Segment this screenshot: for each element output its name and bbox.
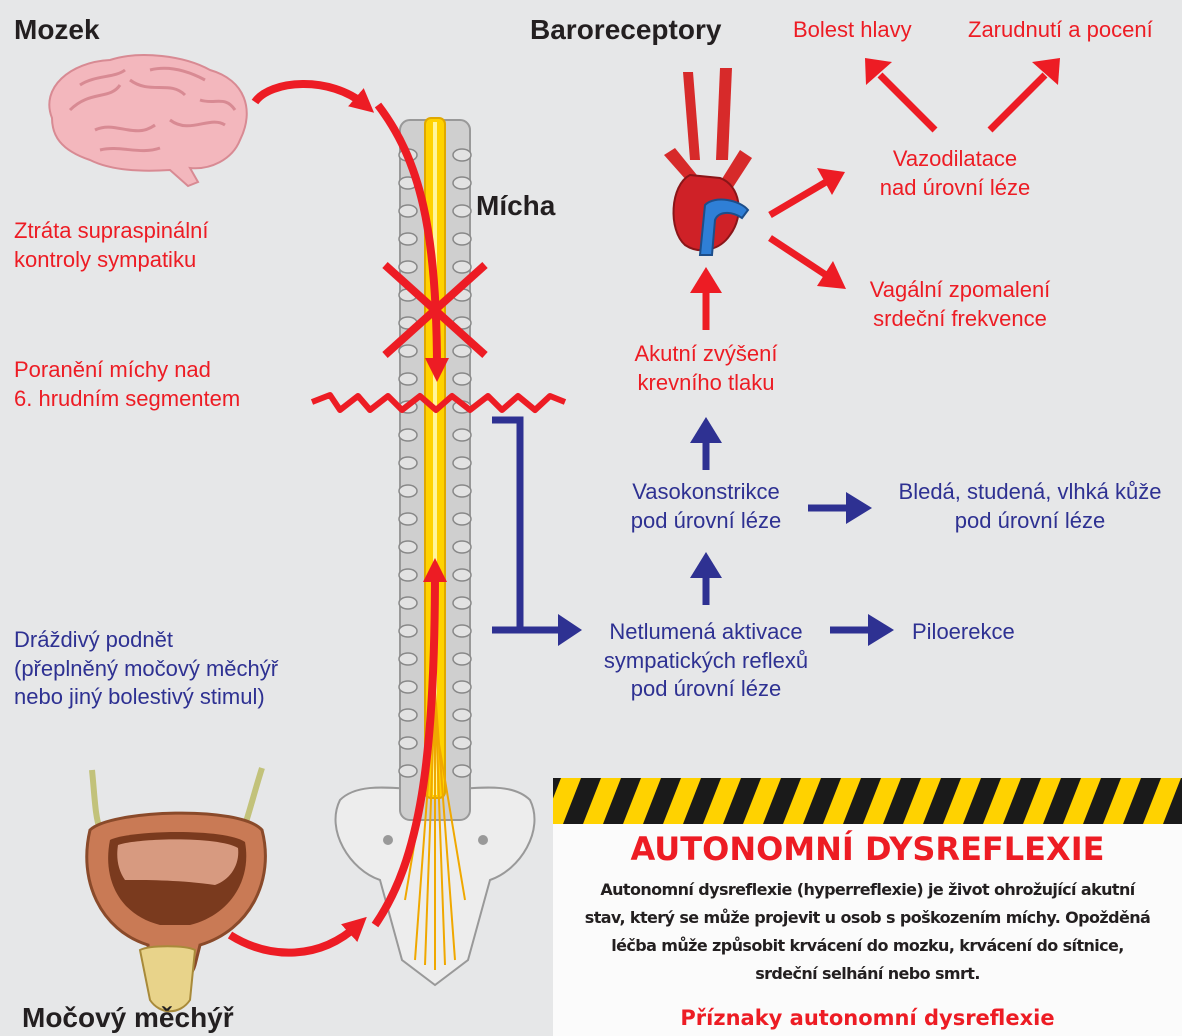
- stimulus-label: Dráždivý podnět (přeplněný močový měchýř…: [14, 626, 278, 712]
- headache-label: Bolest hlavy: [793, 16, 912, 45]
- activation-line-1: Netlumená aktivace: [582, 618, 830, 647]
- vasodilation-line-1: Vazodilatace: [850, 145, 1060, 174]
- activation-label: Netlumená aktivace sympatických reflexů …: [582, 618, 830, 704]
- bp-rise-label: Akutní zvýšení krevního tlaku: [596, 340, 816, 397]
- vagal-label: Vagální zpomalení srdeční frekvence: [840, 276, 1080, 333]
- loss-control-line-1: Ztráta supraspinální: [14, 217, 208, 246]
- pale-skin-line-2: pod úrovní léze: [878, 507, 1182, 536]
- warning-subtitle: Příznaky autonomní dysreflexie: [553, 1006, 1182, 1030]
- vagal-line-1: Vagální zpomalení: [840, 276, 1080, 305]
- vasodilation-label: Vazodilatace nad úrovní léze: [850, 145, 1060, 202]
- baroreceptors-title: Baroreceptory: [530, 12, 721, 48]
- flushing-label: Zarudnutí a pocení: [968, 16, 1153, 45]
- warning-text: Autonomní dysreflexie (hyperreflexie) je…: [583, 876, 1152, 988]
- bp-rise-line-1: Akutní zvýšení: [596, 340, 816, 369]
- injury-label: Poranění míchy nad 6. hrudním segmentem: [14, 356, 240, 413]
- stimulus-line-2: (přeplněný močový měchýř: [14, 655, 278, 684]
- piloerection-label: Piloerekce: [912, 618, 1015, 647]
- pale-skin-line-1: Bledá, studená, vlhká kůže: [878, 478, 1182, 507]
- stimulus-line-1: Dráždivý podnět: [14, 626, 278, 655]
- activation-line-3: pod úrovní léze: [582, 675, 830, 704]
- vagal-line-2: srdeční frekvence: [840, 305, 1080, 334]
- spinal-cord-title: Mícha: [476, 188, 555, 224]
- bladder-icon: [87, 768, 266, 1011]
- vasoconstriction-label: Vasokonstrikce pod úrovní léze: [596, 478, 816, 535]
- stimulus-line-3: nebo jiný bolestivý stimul): [14, 683, 278, 712]
- bp-rise-line-2: krevního tlaku: [596, 369, 816, 398]
- spine-icon: [336, 118, 535, 985]
- pale-skin-label: Bledá, studená, vlhká kůže pod úrovní lé…: [878, 478, 1182, 535]
- bladder-title: Močový měchýř: [22, 1000, 234, 1036]
- loss-control-line-2: kontroly sympatiku: [14, 246, 208, 275]
- hazard-stripe: [553, 778, 1182, 824]
- vasoconstriction-line-1: Vasokonstrikce: [596, 478, 816, 507]
- brain-icon: [49, 55, 246, 186]
- vasoconstriction-line-2: pod úrovní léze: [596, 507, 816, 536]
- activation-line-2: sympatických reflexů: [582, 647, 830, 676]
- brain-to-spine-arrow: [255, 84, 365, 105]
- loss-control-label: Ztráta supraspinální kontroly sympatiku: [14, 217, 208, 274]
- brain-title: Mozek: [14, 12, 100, 48]
- injury-line-2: 6. hrudním segmentem: [14, 385, 240, 414]
- warning-title: AUTONOMNÍ DYSREFLEXIE: [553, 830, 1182, 868]
- blue-bracket: [492, 420, 520, 630]
- vasodilation-line-2: nad úrovní léze: [850, 174, 1060, 203]
- heart-icon: [664, 68, 752, 255]
- bladder-to-spine-arrow: [230, 925, 358, 953]
- injury-line-1: Poranění míchy nad: [14, 356, 240, 385]
